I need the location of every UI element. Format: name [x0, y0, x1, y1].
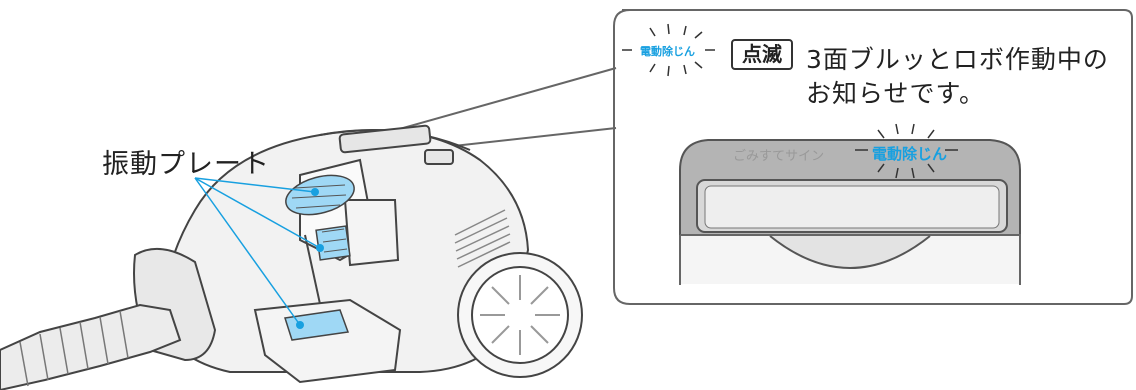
indicator-small: 電動除じん [640, 43, 695, 59]
blink-badge: 点滅 [731, 39, 793, 70]
callout-text-line2: お知らせです。 [806, 74, 985, 110]
vibration-plate-side [316, 226, 350, 260]
callout-text-line1: 3面ブルッとロボ作動中の [806, 40, 1109, 76]
control-panel [680, 140, 1020, 285]
vacuum-body [0, 125, 582, 390]
dust-sign-label: ごみすてサイン [733, 145, 824, 164]
indicator-panel: 電動除じん [872, 143, 947, 164]
vibration-plate-label: 振動プレート [102, 142, 270, 181]
